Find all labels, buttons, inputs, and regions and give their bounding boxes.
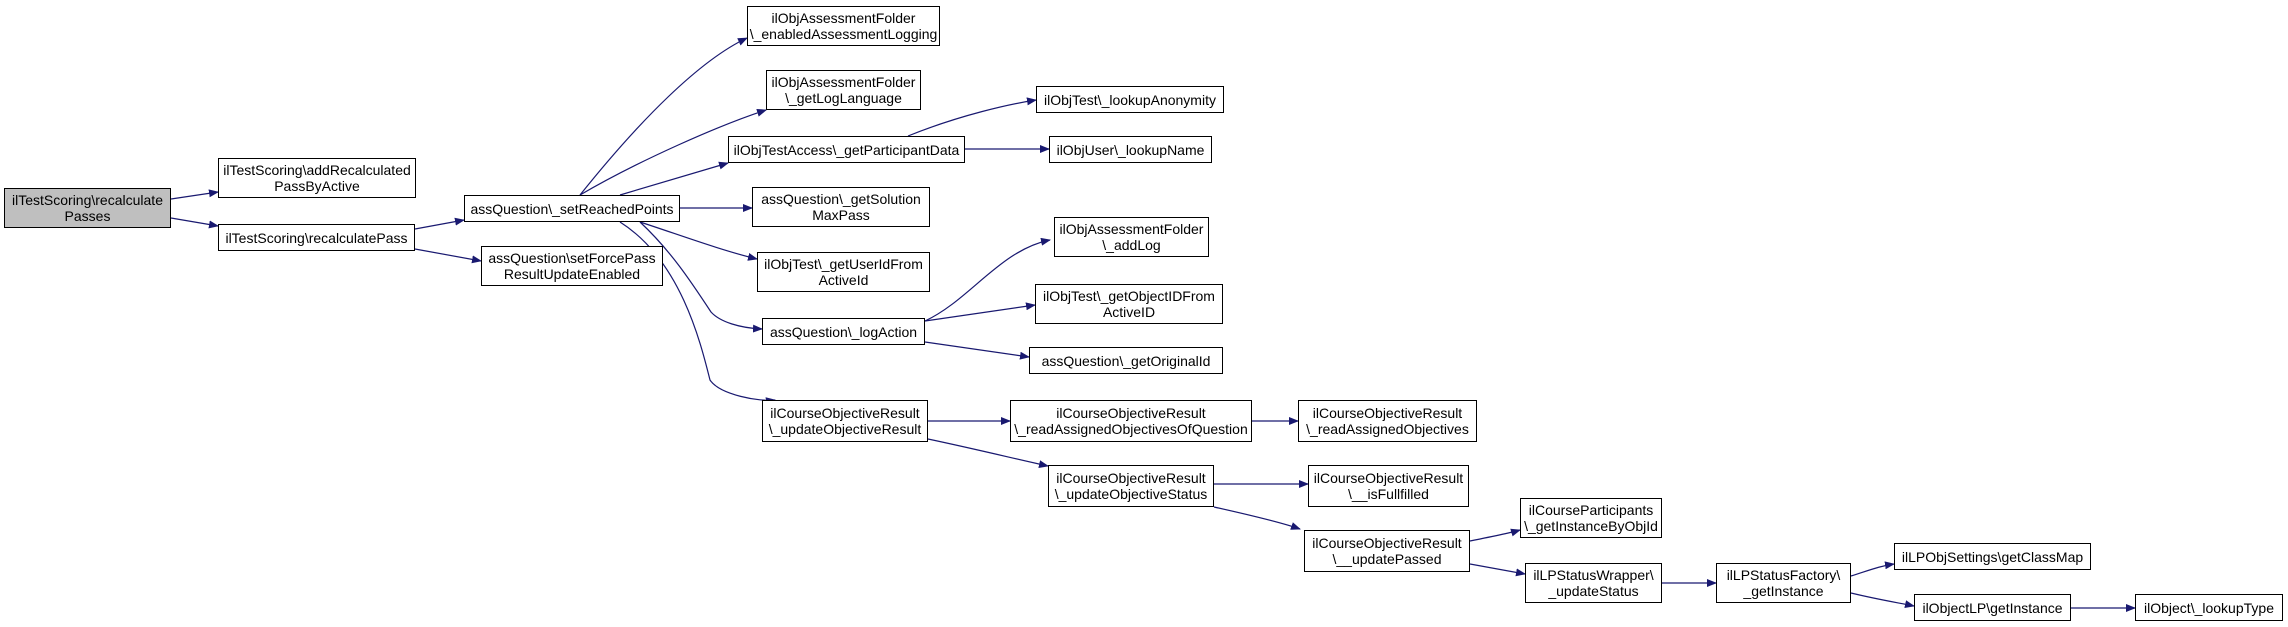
edge-recalcPasses-recalcPass	[170, 217, 219, 229]
node-add-log[interactable]: ilObjAssessmentFolder \_addLog	[1054, 217, 1209, 257]
edge-setReached-getLogLang	[579, 108, 767, 196]
node-label-line: MaxPass	[812, 207, 870, 223]
node-label-line: ilObjUser\_lookupName	[1056, 141, 1205, 158]
node-log-action[interactable]: assQuestion\_logAction	[762, 318, 925, 345]
node-label-line: ResultUpdateEnabled	[503, 266, 641, 282]
node-lp-status-update-status[interactable]: ilLPStatusWrapper\ _updateStatus	[1525, 563, 1662, 603]
node-label-line: ilTestScoring\recalculate	[12, 192, 163, 208]
node-label-line: ilObjTest\_getObjectIDFrom	[1043, 288, 1215, 304]
edge-lpFactory-objLP	[1850, 592, 1915, 609]
node-recalculate-passes[interactable]: ilTestScoring\recalculate Passes	[4, 188, 171, 228]
node-label-line: assQuestion\setForcePass	[488, 250, 656, 266]
edge-lpFactory-classMap	[1850, 561, 1895, 577]
node-set-force-pass-result-update-enabled[interactable]: assQuestion\setForcePass ResultUpdateEna…	[481, 246, 663, 286]
node-get-solution-max-pass[interactable]: assQuestion\_getSolution MaxPass	[752, 187, 930, 227]
node-label-line: ActiveID	[1102, 304, 1156, 320]
node-label-line: assQuestion\_getSolution	[761, 191, 921, 207]
node-label-line: ilObjAssessmentFolder	[771, 10, 916, 26]
edge-logAction-getObjId	[924, 302, 1036, 322]
node-label-line: \_enabledAssessmentLogging	[749, 26, 938, 42]
node-label-line: _getInstance	[1743, 583, 1824, 599]
node-is-fullfilled[interactable]: ilCourseObjectiveResult \__isFullfilled	[1308, 465, 1469, 507]
node-label-line: ilLPStatusWrapper\	[1533, 567, 1654, 583]
node-label-line: \_updateObjectiveStatus	[1054, 486, 1208, 502]
node-label-line: \__updatePassed	[1332, 551, 1442, 567]
node-label-line: ilObjTestAccess\_getParticipantData	[733, 141, 960, 158]
node-add-recalculated-pass-by-active[interactable]: ilTestScoring\addRecalculated PassByActi…	[218, 158, 416, 198]
edge-logAction-getOrigId	[924, 341, 1030, 360]
edge-setReached-getPartData	[619, 161, 729, 196]
node-get-user-id-from-active-id[interactable]: ilObjTest\_getUserIdFrom ActiveId	[757, 252, 930, 292]
node-update-objective-status[interactable]: ilCourseObjectiveResult \_updateObjectiv…	[1048, 465, 1214, 507]
node-label-line: ilTestScoring\addRecalculated	[223, 162, 411, 178]
node-label-line: \_updateObjectiveResult	[768, 421, 922, 437]
edge-logAction-addLog	[924, 237, 1051, 322]
node-recalculate-pass[interactable]: ilTestScoring\recalculatePass	[218, 224, 415, 251]
node-label-line: ilCourseObjectiveResult	[1056, 405, 1206, 421]
node-lookup-type[interactable]: ilObject\_lookupType	[2135, 594, 2283, 621]
node-get-log-language[interactable]: ilObjAssessmentFolder \_getLogLanguage	[766, 70, 921, 110]
node-get-original-id[interactable]: assQuestion\_getOriginalId	[1029, 347, 1223, 374]
node-label-line: \_getInstanceByObjId	[1524, 518, 1658, 534]
node-label-line: ilCourseObjectiveResult	[1313, 470, 1464, 486]
node-label-line: ilLPObjSettings\getClassMap	[1901, 548, 2084, 565]
edge-recalcPass-setForce	[414, 248, 482, 264]
node-lp-status-factory-get-instance[interactable]: ilLPStatusFactory\ _getInstance	[1716, 563, 1851, 603]
node-label-line: ilLPStatusFactory\	[1726, 567, 1841, 583]
node-label-line: ilObject\_lookupType	[2144, 599, 2274, 616]
node-label-line: ActiveId	[818, 272, 869, 288]
node-label-line: \_readAssignedObjectives	[1306, 421, 1469, 437]
edge-setReached-enabledLog	[579, 37, 748, 196]
node-object-lp-get-instance[interactable]: ilObjectLP\getInstance	[1914, 594, 2071, 621]
node-label-line: \_addLog	[1102, 237, 1161, 253]
node-label-line: \_readAssignedObjectivesOfQuestion	[1014, 421, 1248, 437]
node-label-line: ilCourseObjectiveResult	[1312, 535, 1462, 551]
node-set-reached-points[interactable]: assQuestion\_setReachedPoints	[464, 195, 680, 222]
node-label-line: ilObjAssessmentFolder	[771, 74, 916, 90]
node-label-line: ilObjTest\_getUserIdFrom	[764, 256, 923, 272]
edge-recalcPasses-addRecalc	[170, 189, 219, 200]
node-enabled-assessment-logging[interactable]: ilObjAssessmentFolder \_enabledAssessmen…	[747, 6, 940, 46]
node-label-line: ilCourseParticipants	[1528, 502, 1654, 518]
node-label-line: ilObjTest\_lookupAnonymity	[1044, 91, 1216, 108]
node-label-line: \_getLogLanguage	[785, 90, 902, 106]
node-get-participant-data[interactable]: ilObjTestAccess\_getParticipantData	[728, 136, 965, 163]
edge-updPassed-getInstObj	[1469, 528, 1521, 542]
node-label-line: assQuestion\_setReachedPoints	[470, 200, 674, 217]
node-get-object-id-from-active-id[interactable]: ilObjTest\_getObjectIDFrom ActiveID	[1035, 284, 1223, 324]
node-get-instance-by-obj-id[interactable]: ilCourseParticipants \_getInstanceByObjI…	[1520, 498, 1662, 538]
edge-recalcPass-setReached	[414, 217, 465, 230]
edge-setReached-getUserId	[639, 221, 758, 261]
node-label-line: ilTestScoring\recalculatePass	[225, 229, 408, 246]
node-label-line: Passes	[64, 208, 111, 224]
node-label-line: ilObjAssessmentFolder	[1059, 221, 1204, 237]
node-label-line: assQuestion\_getOriginalId	[1041, 352, 1211, 369]
node-label-line: ilCourseObjectiveResult	[770, 405, 920, 421]
node-label-line: PassByActive	[274, 178, 360, 194]
node-read-assigned-objectives-of-question[interactable]: ilCourseObjectiveResult \_readAssignedOb…	[1010, 400, 1252, 442]
node-update-passed[interactable]: ilCourseObjectiveResult \__updatePassed	[1304, 530, 1470, 572]
node-read-assigned-objectives[interactable]: ilCourseObjectiveResult \_readAssignedOb…	[1298, 400, 1477, 442]
node-lookup-anonymity[interactable]: ilObjTest\_lookupAnonymity	[1036, 86, 1224, 113]
node-label-line: ilCourseObjectiveResult	[1312, 405, 1463, 421]
node-label-line: ilObjectLP\getInstance	[1922, 599, 2063, 616]
node-get-class-map[interactable]: ilLPObjSettings\getClassMap	[1894, 543, 2091, 570]
node-label-line: ilCourseObjectiveResult	[1056, 470, 1206, 486]
edge-updObjRes-updObjStat	[927, 438, 1049, 469]
node-label-line: \__isFullfilled	[1348, 486, 1429, 502]
node-label-line: assQuestion\_logAction	[769, 323, 918, 340]
edge-getPartData-lookupAnon	[907, 97, 1037, 137]
edge-setReached-logAction	[639, 221, 763, 333]
node-label-line: _updateStatus	[1548, 583, 1639, 599]
node-update-objective-result[interactable]: ilCourseObjectiveResult \_updateObjectiv…	[762, 400, 928, 442]
node-lookup-name[interactable]: ilObjUser\_lookupName	[1049, 136, 1212, 163]
edge-updPassed-lpStatus	[1469, 563, 1526, 577]
edge-updObjStat-updPassed	[1213, 506, 1301, 530]
